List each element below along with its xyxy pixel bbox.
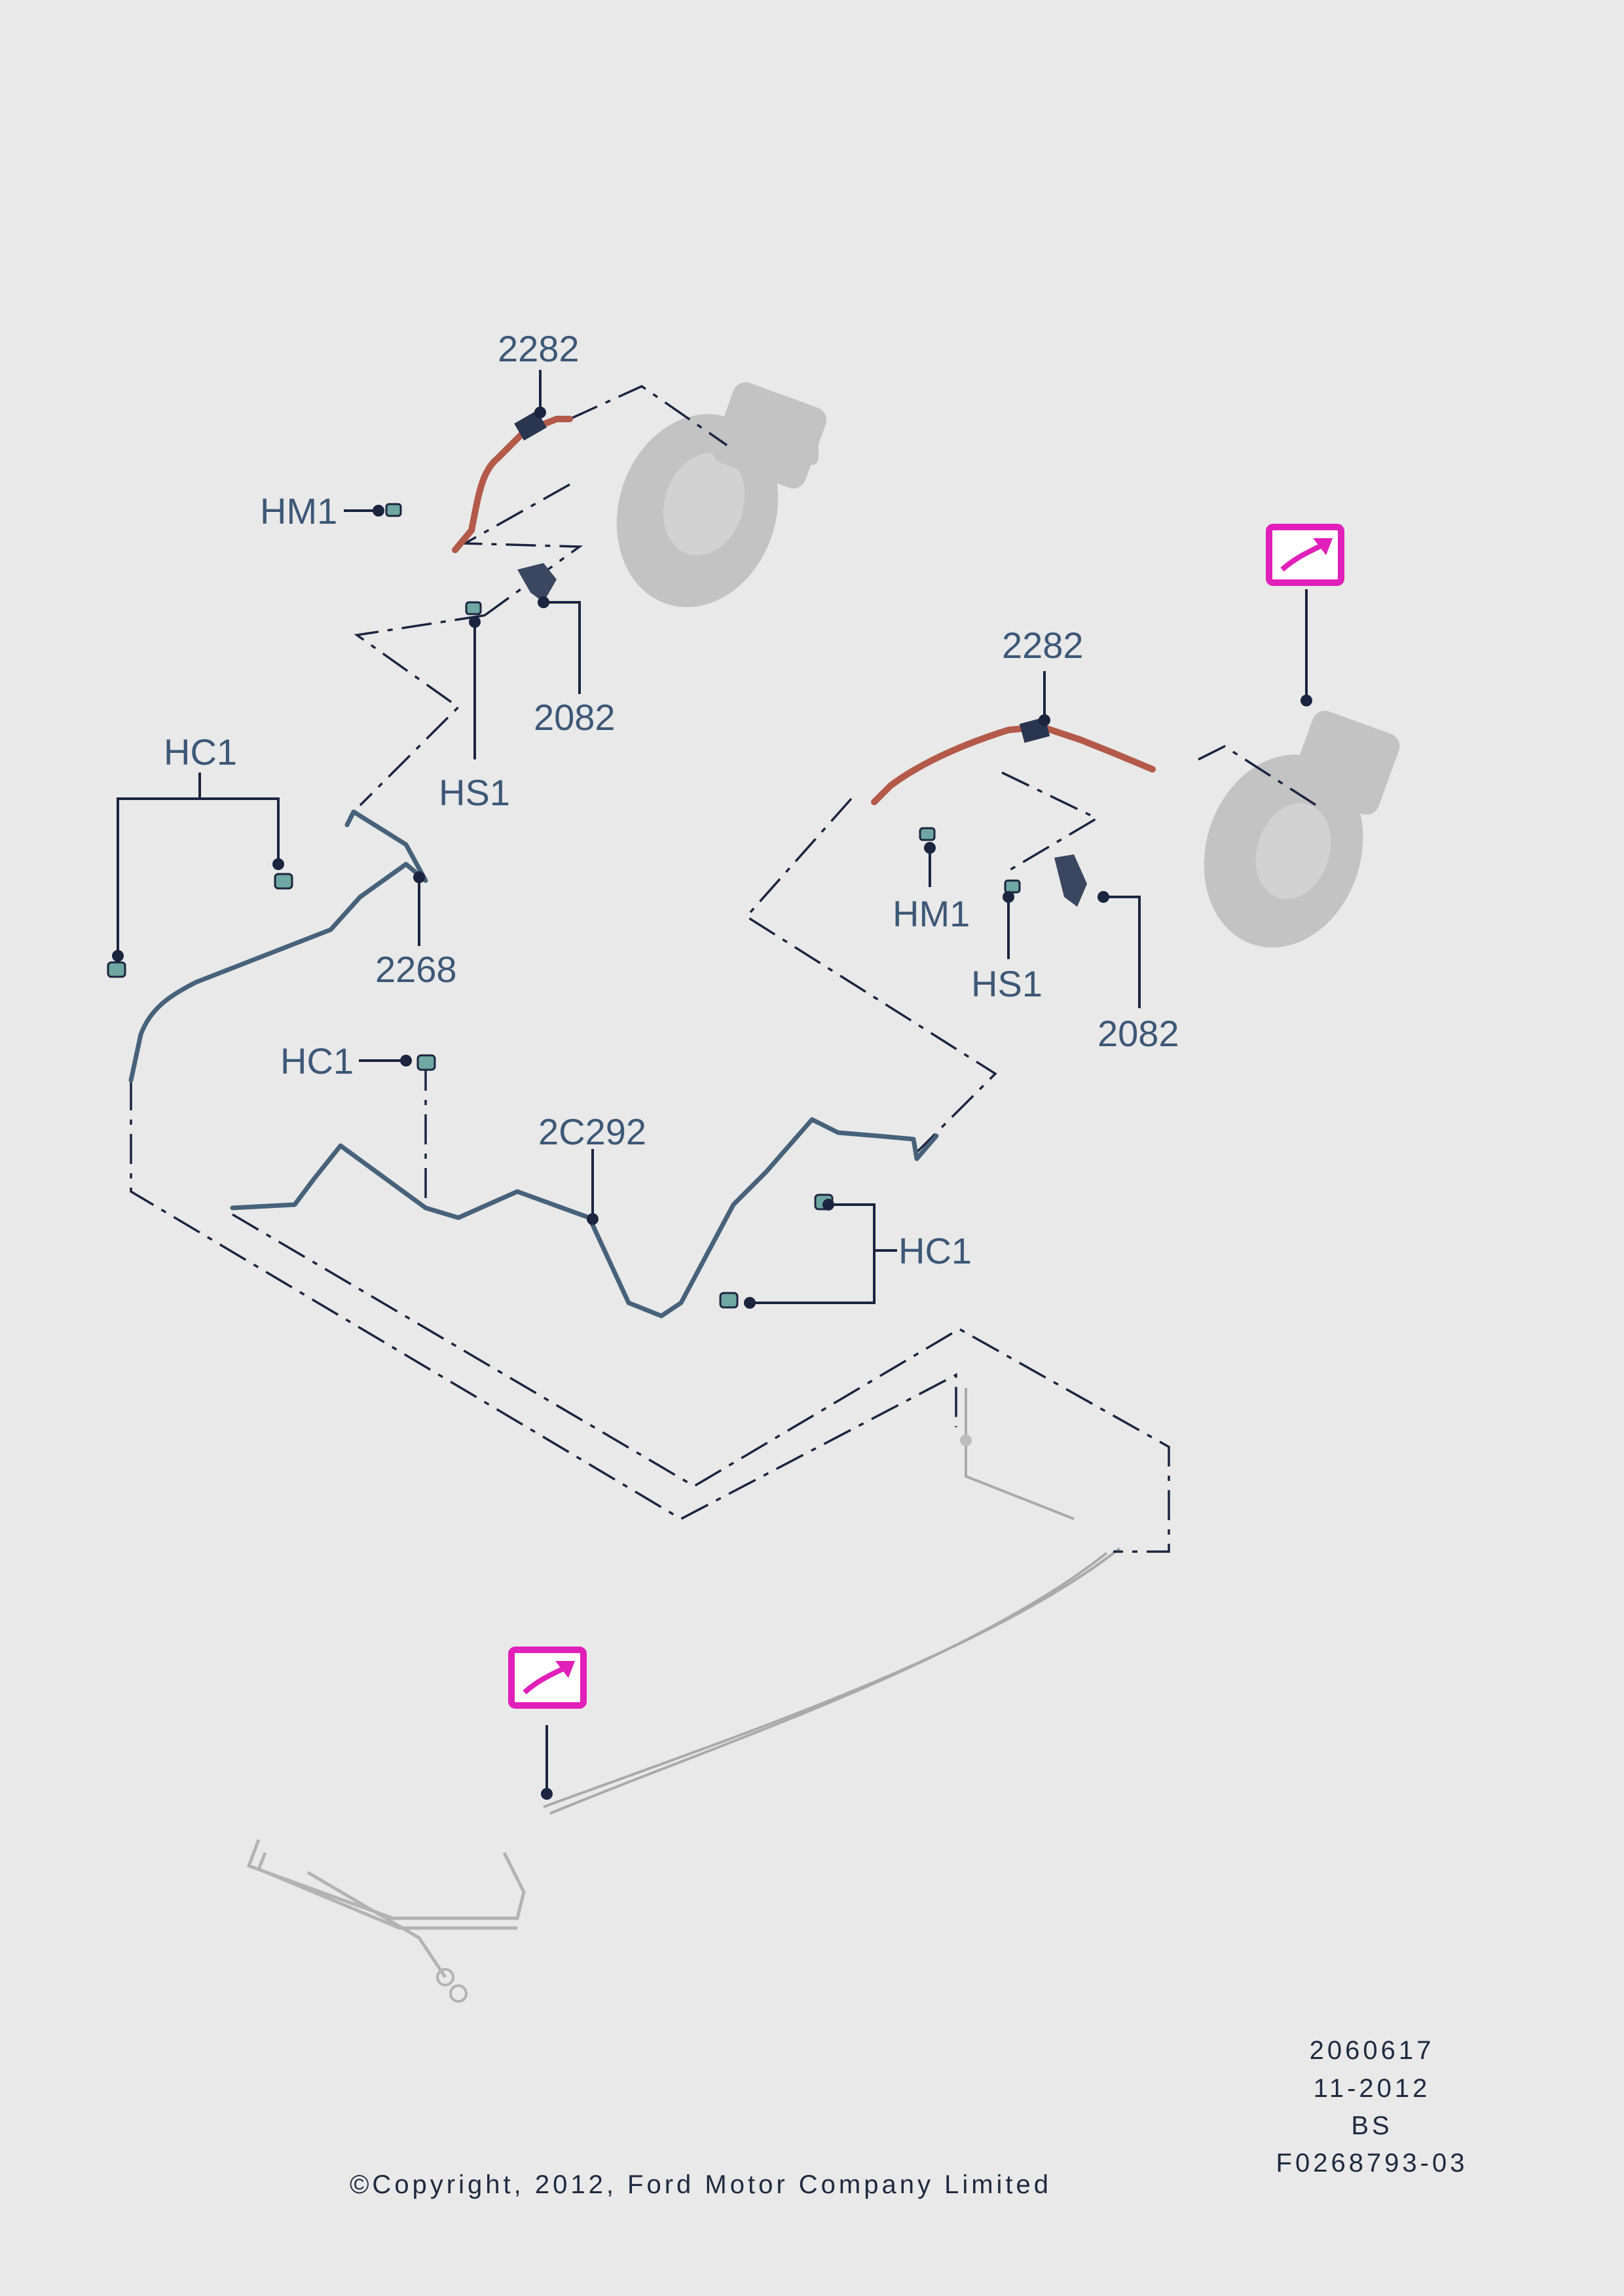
callout-2082-left: 2082 <box>534 697 616 738</box>
drawing-info-block: 2060617 11-2012 BS F0268793-03 <box>1276 2036 1468 2178</box>
hard-brake-pipes <box>128 809 939 1319</box>
left-brake-disc-assembly <box>616 382 827 608</box>
right-brake-disc-assembly <box>1204 710 1400 948</box>
callout-hm1-right: HM1 <box>893 893 970 934</box>
drawing-initials: BS <box>1351 2111 1392 2140</box>
callout-2082-right: 2082 <box>1098 1013 1179 1054</box>
callout-labels: 2282 HM1 2082 HS1 HC1 2268 2282 HM1 HS1 … <box>164 328 1179 1271</box>
callout-2282-right: 2282 <box>1002 625 1084 666</box>
ghost-rear-pipe-assembly <box>246 1388 1121 2003</box>
routing-centerlines <box>130 384 1317 1553</box>
copyright-notice: ©Copyright, 2012, Ford Motor Company Lim… <box>350 2170 1052 2199</box>
callout-2282-left: 2282 <box>498 328 580 369</box>
components <box>107 503 1087 1309</box>
callout-hs1-right: HS1 <box>971 963 1043 1004</box>
leader-lines <box>112 370 1312 1800</box>
drawing-code: 2060617 <box>1310 2036 1435 2065</box>
reference-link-icon[interactable] <box>508 1647 587 1709</box>
callout-hm1-left: HM1 <box>260 490 337 532</box>
figure-number: F0268793-03 <box>1276 2149 1468 2178</box>
callout-hc1-upper-left: HC1 <box>164 731 237 773</box>
callout-hc1-middle: HC1 <box>280 1040 354 1082</box>
callout-hs1-left: HS1 <box>439 772 510 813</box>
reference-link-icon[interactable] <box>1266 524 1344 586</box>
drawing-date: 11-2012 <box>1314 2074 1431 2103</box>
callout-2268: 2268 <box>375 949 457 990</box>
callout-2c292: 2C292 <box>538 1111 646 1152</box>
callout-hc1-right: HC1 <box>898 1230 972 1271</box>
